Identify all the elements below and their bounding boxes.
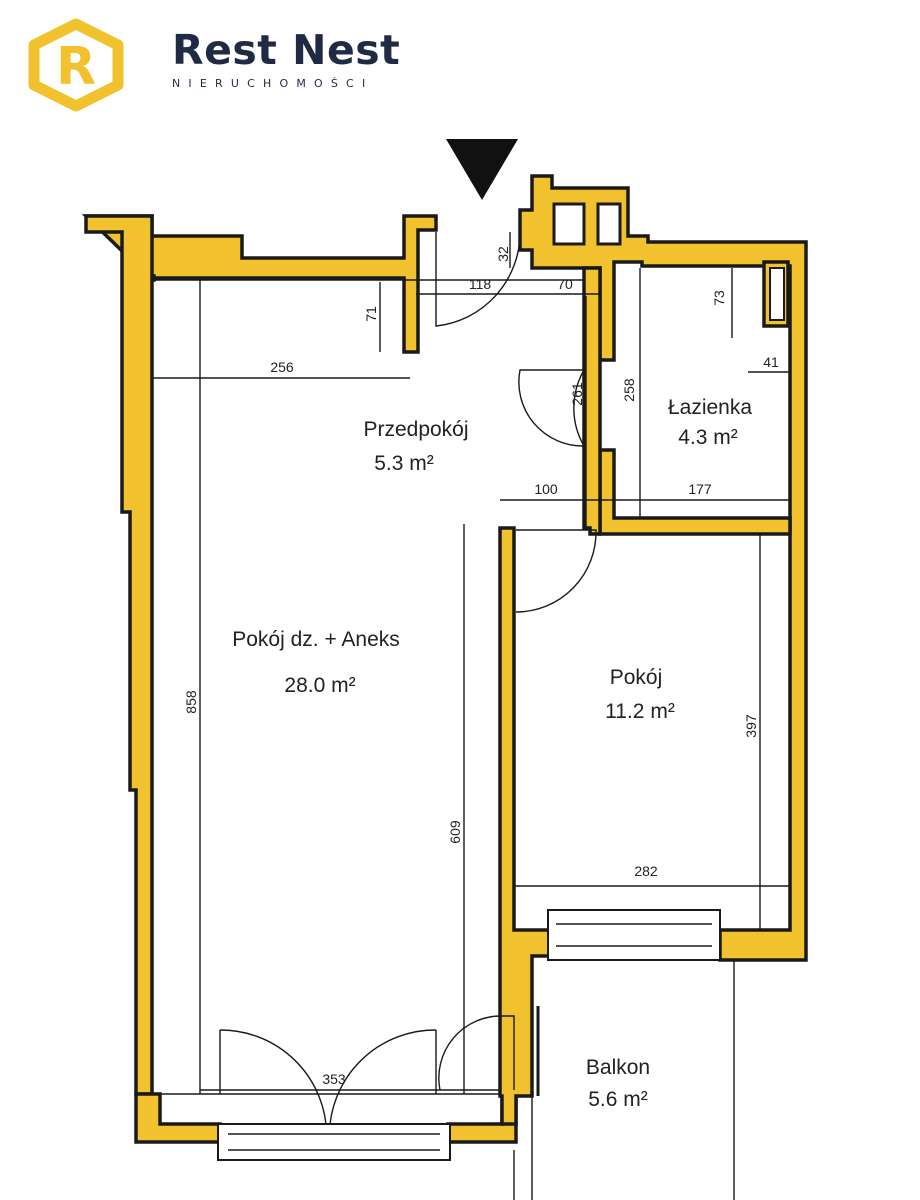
- door-balcony-right: [329, 1029, 437, 1125]
- wall-top-left: [81, 214, 438, 354]
- logo-letter: R: [56, 37, 96, 97]
- room-name-pokoj-dz: Pokój dz. + Aneks: [232, 628, 400, 651]
- room-area-przedpokoj: 5.3 m²: [374, 452, 434, 475]
- header: R Rest Nest NIERUCHOMOŚCI: [0, 0, 920, 120]
- dim-32: 32: [495, 246, 511, 262]
- dim-858: 858: [183, 690, 199, 714]
- door-entrance: [435, 231, 521, 327]
- window-pokoj: [547, 909, 721, 961]
- dim-282: 282: [634, 863, 658, 879]
- dim-261: 261: [569, 382, 585, 406]
- room-area-balkon: 5.6 m²: [588, 1088, 648, 1111]
- dim-397: 397: [743, 714, 759, 738]
- dim-70: 70: [557, 276, 573, 292]
- door-bathroom: [518, 369, 585, 447]
- rest-nest-logo-icon: R: [28, 18, 124, 112]
- brand: Rest Nest NIERUCHOMOŚCI: [172, 26, 401, 91]
- dim-41: 41: [763, 354, 779, 370]
- room-area-lazienka: 4.3 m²: [678, 426, 738, 449]
- door-balcony-side: [438, 1015, 515, 1091]
- dim-609: 609: [447, 820, 463, 844]
- room-area-pokoj-dz: 28.0 m²: [284, 674, 355, 697]
- brand-name: Rest Nest: [172, 26, 401, 74]
- dim-118: 118: [469, 276, 492, 292]
- dim-353: 353: [322, 1071, 346, 1087]
- entrance-arrow-icon: [446, 139, 518, 200]
- room-name-balkon: Balkon: [586, 1056, 650, 1079]
- wall-left: [84, 214, 154, 1096]
- brand-subtitle: NIERUCHOMOŚCI: [172, 77, 374, 90]
- room-name-przedpokoj: Przedpokój: [363, 418, 468, 441]
- wall-partition-vertical: [498, 526, 558, 1126]
- dim-73: 73: [711, 290, 727, 306]
- dim-177: 177: [688, 481, 712, 497]
- room-name-lazienka: Łazienka: [668, 396, 752, 419]
- room-name-pokoj: Pokój: [610, 666, 663, 689]
- wall-bottom-left: [134, 1092, 222, 1144]
- dim-258: 258: [621, 378, 637, 402]
- dim-71: 71: [363, 306, 379, 322]
- door-balcony-left: [219, 1029, 327, 1125]
- window-living: [217, 1123, 451, 1161]
- wall-hall-right: [582, 266, 602, 536]
- door-pokoj: [515, 529, 597, 613]
- room-area-pokoj: 11.2 m²: [605, 700, 675, 723]
- dim-100: 100: [534, 481, 558, 497]
- dim-256: 256: [270, 359, 294, 375]
